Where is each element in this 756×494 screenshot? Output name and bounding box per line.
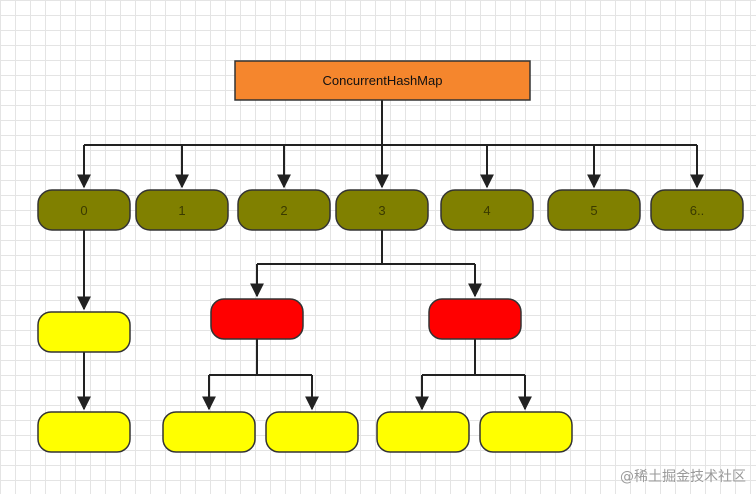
tree-leaf-2[interactable] <box>265 411 359 453</box>
bucket-node-1[interactable]: 1 <box>135 189 229 231</box>
list-node-1[interactable] <box>37 311 131 353</box>
red-black-tree <box>162 298 573 453</box>
bucket-label-1: 1 <box>178 203 185 218</box>
tree-edges <box>202 230 532 411</box>
tree-leaf-4[interactable] <box>479 411 573 453</box>
bucket-row: 0 1 2 3 4 5 6.. <box>37 189 744 231</box>
tree-leaf-1[interactable] <box>162 411 256 453</box>
linked-list <box>37 311 131 453</box>
bucket-label-2: 2 <box>280 203 287 218</box>
list-node-2[interactable] <box>37 411 131 453</box>
bucket-node-4[interactable]: 4 <box>440 189 534 231</box>
bucket-node-5[interactable]: 5 <box>547 189 641 231</box>
bucket-node-2[interactable]: 2 <box>237 189 331 231</box>
bucket-node-0[interactable]: 0 <box>37 189 131 231</box>
bucket-node-3[interactable]: 3 <box>335 189 429 231</box>
bucket-label-4: 4 <box>483 203 490 218</box>
tree-node-left[interactable] <box>210 298 304 340</box>
bucket-label-5: 5 <box>590 203 597 218</box>
tree-leaf-3[interactable] <box>376 411 470 453</box>
root-label: ConcurrentHashMap <box>323 73 443 88</box>
root-node[interactable]: ConcurrentHashMap <box>234 60 531 101</box>
bucket-label-6: 6.. <box>690 203 704 218</box>
watermark: @稀土掘金技术社区 <box>620 469 746 485</box>
root-edges <box>77 100 704 189</box>
tree-node-right[interactable] <box>428 298 522 340</box>
bucket-node-6[interactable]: 6.. <box>650 189 744 231</box>
bucket-label-3: 3 <box>378 203 385 218</box>
bucket-label-0: 0 <box>80 203 87 218</box>
